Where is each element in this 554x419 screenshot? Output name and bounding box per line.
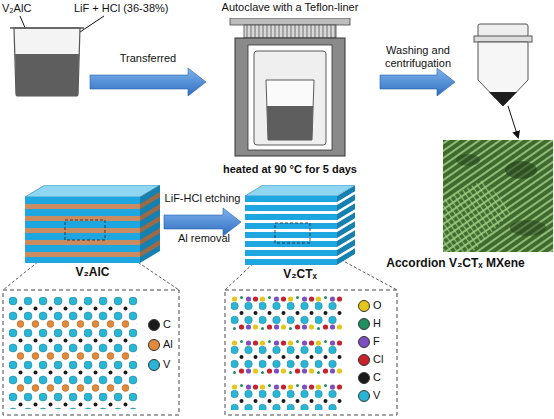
- process-arrow: [90, 68, 206, 96]
- legend-swatch: [148, 339, 160, 351]
- legend-text: V: [373, 389, 380, 402]
- atomic-structure: [231, 296, 343, 410]
- edge-label: Transferred: [120, 52, 176, 65]
- legend-text: Al: [163, 338, 173, 351]
- node-text: Autoclave with a Teflon-liner: [200, 1, 380, 14]
- legend-swatch: [358, 318, 370, 330]
- autoclave: [210, 18, 370, 158]
- zoom-box: [225, 290, 397, 415]
- zoom-box: [3, 290, 179, 415]
- legend-swatch: [358, 336, 370, 348]
- layered-block: [245, 185, 355, 265]
- process-arrow: [380, 68, 455, 96]
- legend-text: F: [373, 335, 380, 348]
- edge-label: LiF-HCl etching: [165, 192, 241, 205]
- legend-swatch: [358, 354, 370, 366]
- legend-text: C: [373, 371, 381, 384]
- sem-image-node: Accordion V₂CTₓ MXene: [443, 140, 553, 252]
- node-text: Accordion V₂CTₓ MXene: [358, 257, 553, 270]
- annotation-label: Washing and centrifugation: [372, 44, 464, 70]
- process-arrow: [164, 208, 241, 236]
- legend-text: V: [163, 358, 170, 371]
- annotation-label: Al removal: [158, 232, 250, 245]
- node-text: V₂AlC: [25, 266, 160, 279]
- atomic-structure: [9, 297, 137, 409]
- mxene-block: V₂CTₓ: [245, 185, 355, 265]
- legend-swatch: [358, 300, 370, 312]
- node-text: heated at 90 °C for 5 days: [200, 163, 380, 176]
- legend-swatch: [148, 359, 160, 371]
- legend-swatch: [358, 372, 370, 384]
- node-text: V₂AlC: [2, 2, 31, 15]
- centrifuge-tube: [474, 24, 532, 106]
- layered-block: [25, 185, 160, 263]
- legend-swatch: [148, 319, 160, 331]
- beaker-node: V₂AlCLiF + HCl (36-38%): [8, 24, 86, 98]
- pointer-arrow: [508, 106, 518, 137]
- legend-text: C: [163, 318, 171, 331]
- legend-swatch: [358, 390, 370, 402]
- beaker: [8, 24, 86, 98]
- legend-text: O: [373, 299, 382, 312]
- autoclave-node: Autoclave with a Teflon-linerheated at 9…: [210, 18, 370, 158]
- node-text: LiF + HCl (36-38%): [74, 2, 168, 15]
- max-phase-block: V₂AlC: [25, 185, 160, 263]
- node-text: V₂CTₓ: [245, 268, 355, 281]
- legend-text: H: [373, 317, 381, 330]
- legend-text: Cl: [373, 353, 383, 366]
- sem-image: [443, 140, 553, 252]
